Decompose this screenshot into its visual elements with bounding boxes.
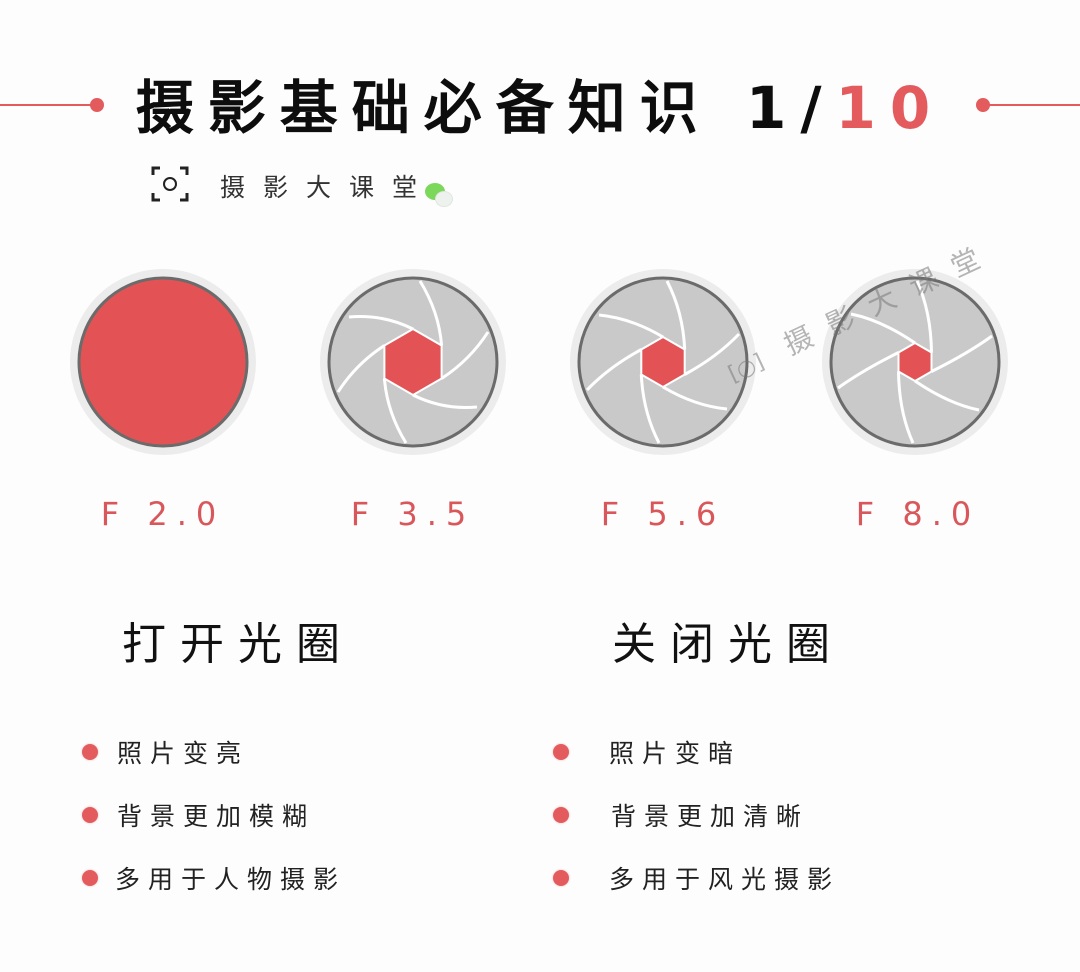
- list-item: 多用于风光摄影: [553, 858, 840, 898]
- bullet-dot: [553, 807, 569, 823]
- section-heading-open: 打开光圈: [122, 619, 354, 670]
- section-heading-close: 关闭光圈: [612, 619, 844, 670]
- right-deco-dot: [976, 98, 990, 112]
- list-item: 背景更加清晰: [553, 795, 840, 835]
- wechat-icon: [425, 183, 454, 207]
- aperture-f5-6: [563, 262, 763, 462]
- bullet-dot: [82, 807, 98, 823]
- title-main: 摄影基础必备知识 1/: [135, 74, 836, 142]
- left-deco-dot: [90, 98, 104, 112]
- aperture-f8-0: [815, 262, 1015, 462]
- fstop-label: F 2.0: [100, 495, 226, 533]
- list-item: 照片变暗: [553, 732, 840, 772]
- aperture-f2-0: [63, 262, 263, 462]
- brand: 摄影大课堂: [150, 164, 454, 208]
- list-item: 背景更加模糊: [82, 795, 346, 835]
- camera-frame-icon: [150, 164, 190, 208]
- left-deco-line: [0, 104, 92, 106]
- aperture-f3-5: [313, 262, 513, 462]
- right-deco-line: [984, 104, 1080, 106]
- list-item: 照片变亮: [82, 732, 346, 772]
- brand-name: 摄影大课堂: [220, 173, 436, 202]
- fstop-label: F 3.5: [350, 495, 476, 533]
- bullet-dot: [82, 744, 98, 760]
- page-title: 摄影基础必备知识 1/10: [0, 72, 1080, 144]
- close-aperture-list: 照片变暗 背景更加清晰 多用于风光摄影: [553, 732, 840, 898]
- watermark: [○] 摄影大课堂: [725, 234, 1021, 392]
- bullet-dot: [553, 744, 569, 760]
- fstop-label: F 8.0: [855, 495, 981, 533]
- bullet-dot: [553, 870, 569, 886]
- title-page-total: 10: [835, 74, 945, 142]
- list-item: 多用于人物摄影: [82, 858, 346, 898]
- open-aperture-list: 照片变亮 背景更加模糊 多用于人物摄影: [82, 732, 346, 898]
- bullet-dot: [82, 870, 98, 886]
- fstop-label: F 5.6: [600, 495, 726, 533]
